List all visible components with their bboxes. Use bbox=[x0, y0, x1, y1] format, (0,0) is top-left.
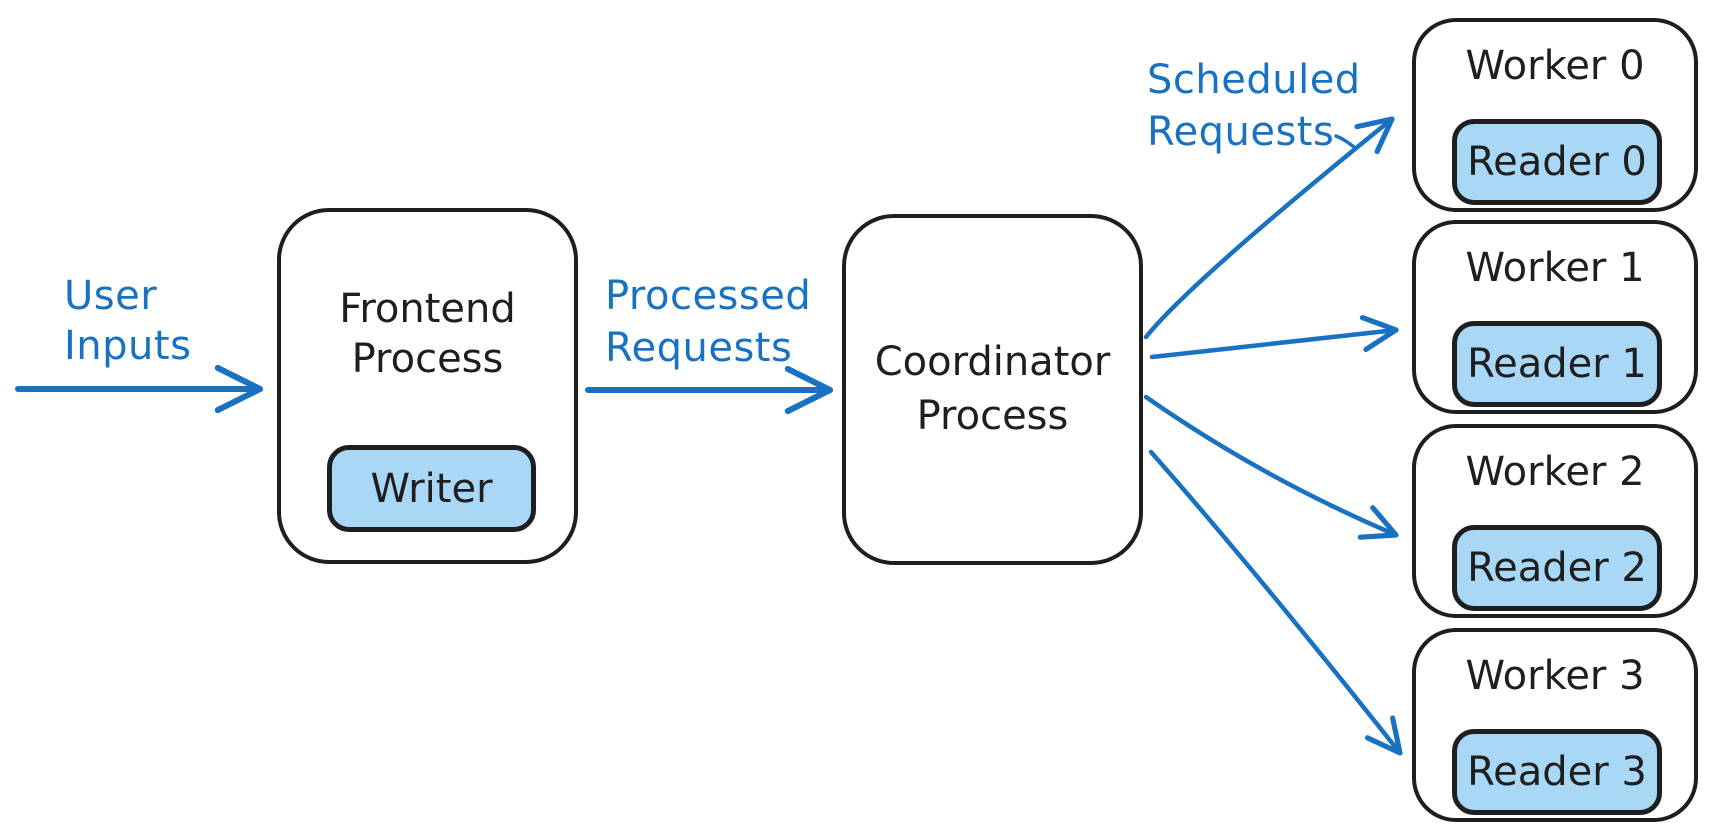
coordinator-process-title: Coordinator Process bbox=[846, 335, 1139, 443]
reader-2-label: Reader 2 bbox=[1467, 545, 1647, 591]
scheduled-arrow-worker-3 bbox=[1148, 449, 1403, 756]
reader-1-box: Reader 1 bbox=[1452, 321, 1662, 407]
reader-3-label: Reader 3 bbox=[1467, 749, 1647, 795]
processed-requests-label: Processed Requests bbox=[605, 270, 811, 374]
frontend-process-title: Frontend Process bbox=[281, 284, 574, 384]
worker-2-title: Worker 2 bbox=[1465, 449, 1645, 495]
reader-3-box: Reader 3 bbox=[1452, 729, 1662, 815]
worker-0-title: Worker 0 bbox=[1465, 43, 1645, 89]
scheduled-arrow-worker-2 bbox=[1143, 394, 1399, 540]
reader-1-label: Reader 1 bbox=[1467, 341, 1647, 387]
frontend-title-line2: Process bbox=[351, 336, 504, 382]
user-inputs-label-line2: Inputs bbox=[64, 323, 192, 369]
coordinator-title-line1: Coordinator bbox=[874, 339, 1111, 385]
coordinator-title-line2: Process bbox=[916, 393, 1069, 439]
frontend-process-box: Frontend Process Writer bbox=[277, 208, 578, 564]
reader-2-box: Reader 2 bbox=[1452, 525, 1662, 611]
user-inputs-label-line1: User bbox=[64, 273, 158, 319]
worker-1-box: Worker 1 Reader 1 bbox=[1412, 220, 1698, 414]
scheduled-requests-label-line2: Requests bbox=[1147, 109, 1335, 155]
worker-1-title: Worker 1 bbox=[1465, 245, 1645, 291]
worker-3-box: Worker 3 Reader 3 bbox=[1412, 628, 1698, 822]
processed-requests-label-line2: Requests bbox=[605, 325, 793, 371]
scheduled-requests-label: Scheduled Requests bbox=[1147, 54, 1361, 158]
worker-0-box: Worker 0 Reader 0 bbox=[1412, 18, 1698, 212]
worker-2-box: Worker 2 Reader 2 bbox=[1412, 424, 1698, 618]
reader-0-box: Reader 0 bbox=[1452, 119, 1662, 205]
user-inputs-label: User Inputs bbox=[64, 271, 191, 371]
writer-box: Writer bbox=[327, 445, 536, 532]
frontend-title-line1: Frontend bbox=[339, 286, 516, 332]
worker-3-title: Worker 3 bbox=[1465, 653, 1645, 699]
processed-requests-label-line1: Processed bbox=[605, 273, 812, 319]
coordinator-process-box: Coordinator Process bbox=[842, 214, 1143, 565]
writer-label: Writer bbox=[370, 465, 493, 512]
reader-0-label: Reader 0 bbox=[1467, 139, 1647, 185]
scheduled-arrow-worker-1 bbox=[1149, 315, 1399, 360]
scheduled-requests-label-line1: Scheduled bbox=[1147, 57, 1361, 103]
